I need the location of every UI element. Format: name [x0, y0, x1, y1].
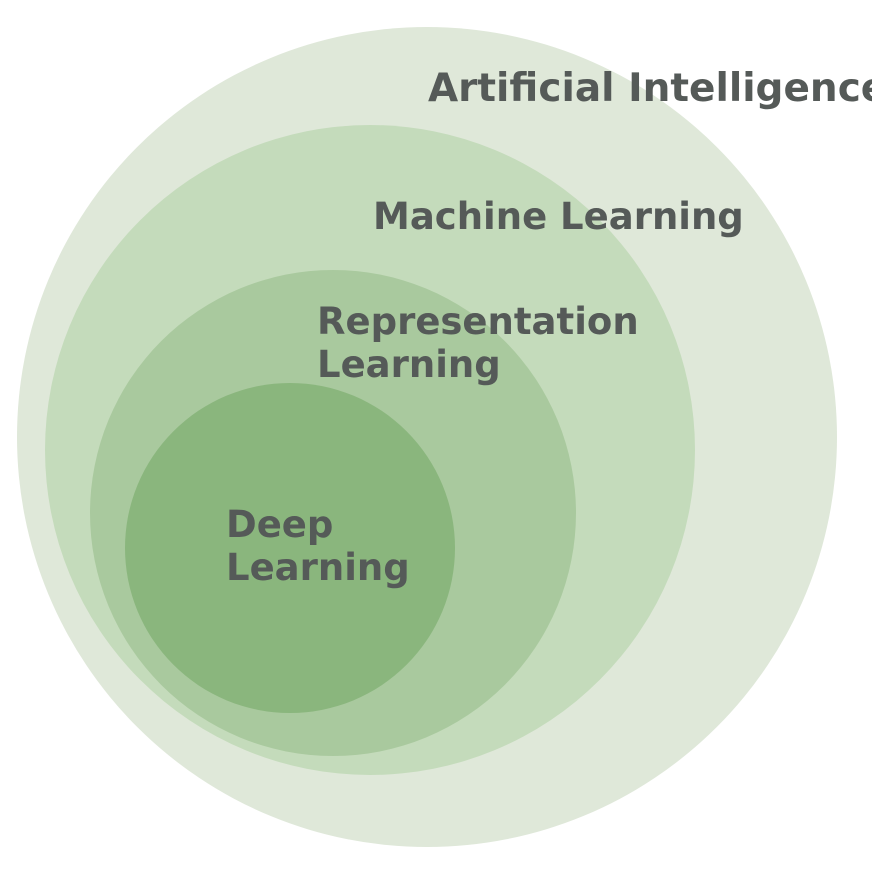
label-artificial-intelligence: Artificial Intelligence — [428, 66, 872, 111]
label-representation-learning-line1: Representation — [317, 300, 639, 343]
label-representation-learning-line2: Learning — [317, 343, 501, 386]
circle-deep-learning — [125, 383, 455, 713]
label-deep-learning-line2: Learning — [226, 546, 410, 589]
label-deep-learning-line1: Deep — [226, 503, 333, 546]
label-machine-learning: Machine Learning — [373, 195, 744, 238]
